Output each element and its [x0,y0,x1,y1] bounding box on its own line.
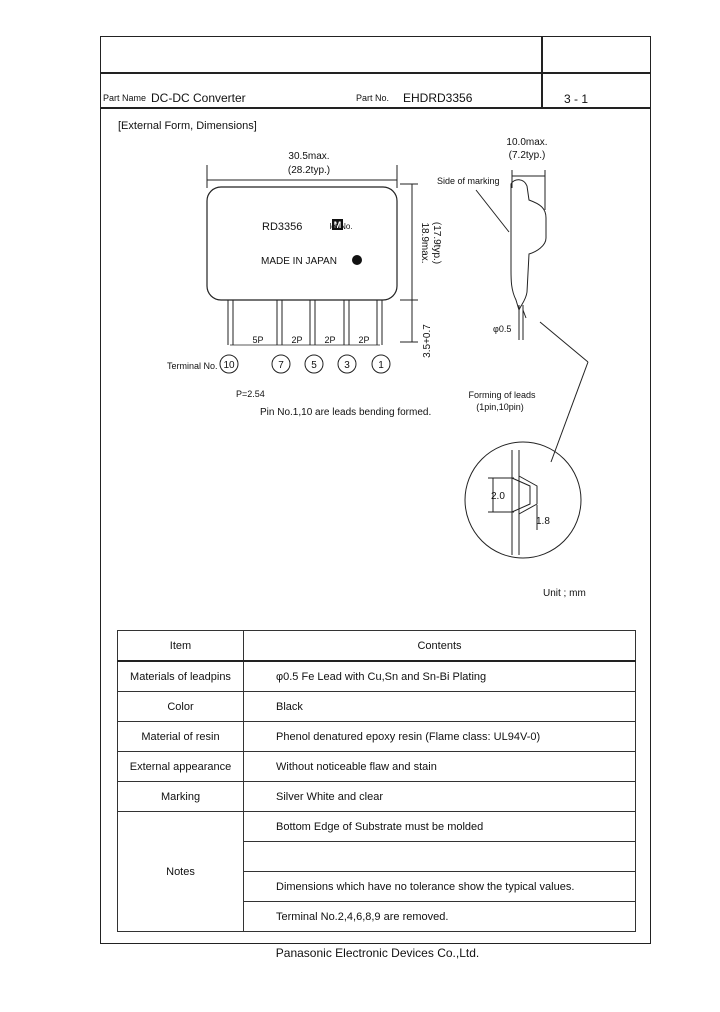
forming-width-label: 1.8 [536,516,550,527]
row-item: External appearance [117,751,244,782]
page-number: 3 - 1 [564,92,589,106]
pitch-2p-c: 2P [358,335,369,345]
spec-table: Item Contents Materials of leadpins φ0.5… [117,630,636,932]
height-max-label: 18.9max. [419,222,430,263]
row-contents: Silver White and clear [243,781,636,812]
company-footer: Panasonic Electronic Devices Co.,Ltd. [275,946,480,960]
model-mark: RD3356 [262,221,302,233]
row-item: Color [117,691,244,722]
table-row: External appearance Without noticeable f… [117,751,636,782]
document-frame [100,36,651,944]
part-no-value: EHDRD3356 [403,91,473,105]
part-name-label: Part Name [103,93,147,103]
unit-label: Unit ; mm [543,588,586,599]
note-line: Dimensions which have no tolerance show … [243,871,636,902]
terminal-7: 7 [278,360,284,371]
forming-leader-b [550,361,589,463]
header-divider [541,36,543,108]
terminal-10: 10 [223,360,235,371]
lead-diameter-label: φ0.5 [493,324,511,334]
part-name-value: DC-DC Converter [151,91,246,105]
row-contents: Without noticeable flaw and stain [243,751,636,782]
pin1-marker-dot [352,255,362,265]
pitch-note: P=2.54 [236,389,265,399]
terminal-no-label: Terminal No. [167,361,218,371]
row-contents: Phenol denatured epoxy resin (Flame clas… [243,721,636,752]
terminal-1: 1 [378,360,384,371]
part-no-label: Part No. [356,93,390,103]
pitch-2p-a: 2P [291,335,302,345]
depth-max-label: 10.0max. [506,137,547,148]
header-top-rule [100,72,651,74]
forming-subtitle: (1pin,10pin) [476,402,524,412]
side-marking-leader [475,189,510,233]
note-line: Terminal No.2,4,6,8,9 are removed. [243,901,636,932]
pitch-2p-b: 2P [324,335,335,345]
header-contents: Contents [243,630,636,662]
note-line: Bottom Edge of Substrate must be molded [243,811,636,842]
row-item: Marking [117,781,244,812]
depth-typ-label: (7.2typ.) [509,150,546,161]
side-view-body [510,179,547,312]
row-contents: Black [243,691,636,722]
row-item: Materials of leadpins [117,660,244,692]
terminal-5: 5 [311,360,317,371]
height-typ-label: (17.9typ.) [431,222,442,264]
section-title: [External Form, Dimensions] [118,120,257,132]
table-row: Material of resin Phenol denatured epoxy… [117,721,636,752]
forming-height-label: 2.0 [491,491,505,502]
table-row: Materials of leadpins φ0.5 Fe Lead with … [117,660,636,692]
forming-leader-a [539,321,589,363]
made-in-label: MADE IN JAPAN [261,256,337,267]
table-header-row: Item Contents [117,630,636,662]
header-bottom-rule [100,107,651,109]
side-marking-label: Side of marking [437,176,500,186]
logo-mark [332,219,343,230]
forming-detail-circle [464,441,582,559]
header-item: Item [117,630,244,662]
width-typ-label: (28.2typ.) [288,165,330,176]
terminal-3: 3 [344,360,350,371]
row-item: Material of resin [117,721,244,752]
table-row: Color Black [117,691,636,722]
pitch-5p: 5P [252,335,263,345]
notes-label: Notes [117,811,244,932]
bend-note: Pin No.1,10 are leads bending formed. [260,407,431,418]
note-line [243,841,636,872]
lot-number-label: lot No. [329,222,352,231]
lead-length-label: 3.5+0.7 [422,324,433,358]
logo-letter: M [334,220,342,230]
width-max-label: 30.5max. [288,151,329,162]
notes-row: Notes Bottom Edge of Substrate must be m… [117,811,636,932]
table-row: Marking Silver White and clear [117,781,636,812]
module-body [206,186,398,301]
row-contents: φ0.5 Fe Lead with Cu,Sn and Sn-Bi Platin… [243,660,636,692]
forming-title: Forming of leads [468,390,536,400]
notes-row: Terminal No.2,4,6,8,9 are removed. [118,901,636,932]
